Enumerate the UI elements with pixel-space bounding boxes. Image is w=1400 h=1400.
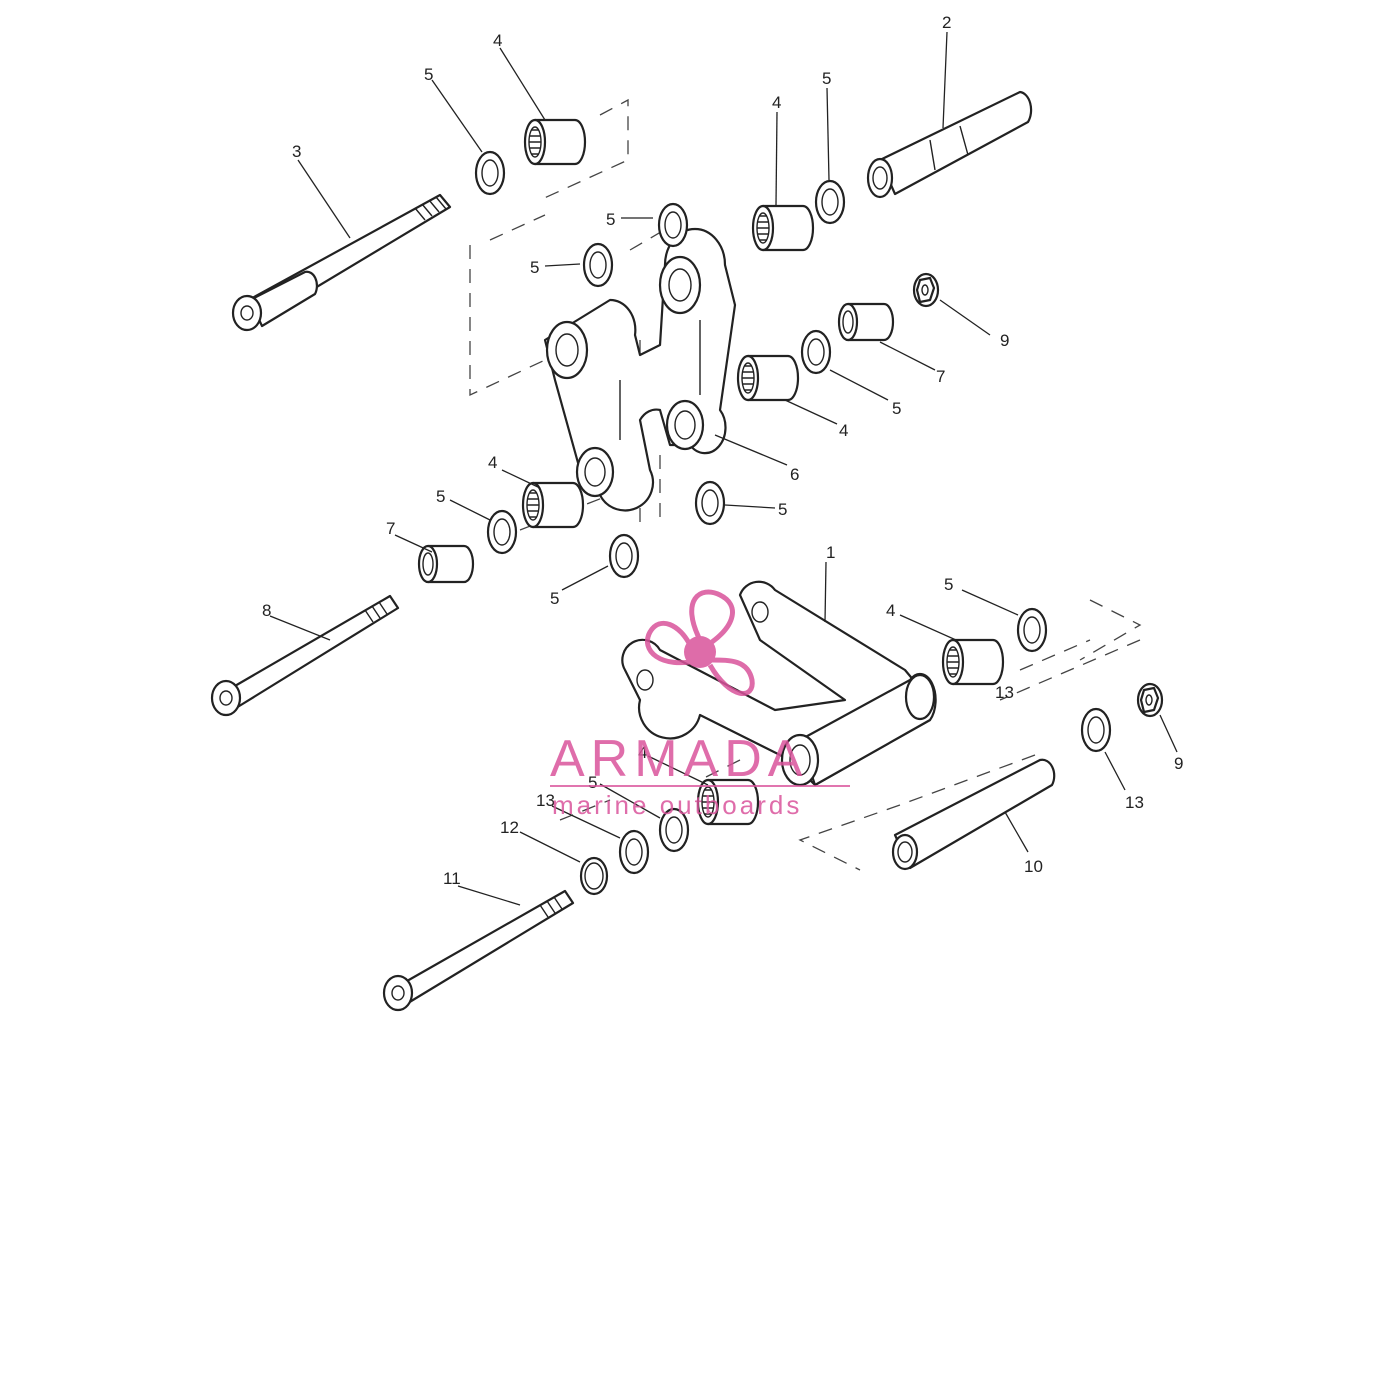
callout-5-h: 5 [550,589,559,608]
bearing-part-4-d [521,481,585,529]
callout-12: 12 [500,818,519,837]
link-arm-part-6 [543,227,737,512]
callout-5-i: 5 [944,575,953,594]
callout-4-c: 4 [839,421,848,440]
callout-5-c: 5 [606,210,615,229]
callout-5-d: 5 [530,258,539,277]
callout-11: 11 [443,869,461,888]
callout-4-d: 4 [488,453,497,472]
callout-1: 1 [826,543,835,562]
callout-labels: 1 2 3 4 4 4 4 4 4 5 5 5 5 5 5 5 5 5 5 6 … [262,13,1183,888]
callout-5-f: 5 [436,487,445,506]
washer-part-5-a [474,150,506,196]
washer-part-13-b [618,829,650,875]
callout-4-b: 4 [772,93,781,112]
callout-2: 2 [942,13,951,32]
callout-9-a: 9 [1000,331,1009,350]
callout-7-a: 7 [936,367,945,386]
callout-5-a: 5 [424,65,433,84]
callout-5-b: 5 [822,69,831,88]
washer-part-13-a [1080,707,1112,753]
callout-4-a: 4 [493,31,502,50]
nut-part-9-b [1136,682,1164,718]
callout-10: 10 [1024,857,1043,876]
washer-part-5-b [814,179,846,225]
washer-part-5-e [800,329,832,375]
watermark-tagline: marine outboards [552,790,802,820]
callout-4-f: 4 [638,743,647,762]
bearing-part-4-c [736,354,800,402]
callout-13-c: 13 [536,791,555,810]
bearing-part-4-e [941,638,1005,686]
bolt-part-3 [231,193,452,332]
ring-part-12 [579,856,609,896]
callout-9-b: 9 [1174,754,1183,773]
callout-3: 3 [292,142,301,161]
callout-5-g: 5 [778,500,787,519]
watermark-brand: ARMADA [550,730,808,788]
washer-part-5-g [486,509,518,555]
sleeve-part-10 [891,758,1056,871]
watermark-logo [645,589,755,696]
callout-7-b: 7 [386,519,395,538]
callout-8: 8 [262,601,271,620]
propeller-icon [645,589,755,696]
collar-part-7-b [417,544,475,584]
watermark: ARMADA marine outboards [550,730,850,820]
washer-part-5-i [1016,607,1048,653]
leader-lines [269,31,1178,906]
callout-5-j: 5 [588,773,597,792]
bolt-part-11 [382,889,575,1012]
nut-part-9-a [912,272,940,308]
collar-part-7-a [837,302,895,342]
callout-13-b: 13 [1125,793,1144,812]
callout-5-e: 5 [892,399,901,418]
washer-part-5-h [608,533,640,579]
bearing-part-4-b [751,204,815,252]
callout-4-e: 4 [886,601,895,620]
washer-part-5-d [582,242,614,288]
washer-part-5-c [657,202,689,248]
bearing-part-4-a [523,118,587,166]
bolt-part-8 [210,594,400,717]
callout-13-a: 13 [995,683,1014,702]
pin-part-2 [866,90,1033,199]
callout-6: 6 [790,465,799,484]
washer-part-5-f [694,480,726,526]
